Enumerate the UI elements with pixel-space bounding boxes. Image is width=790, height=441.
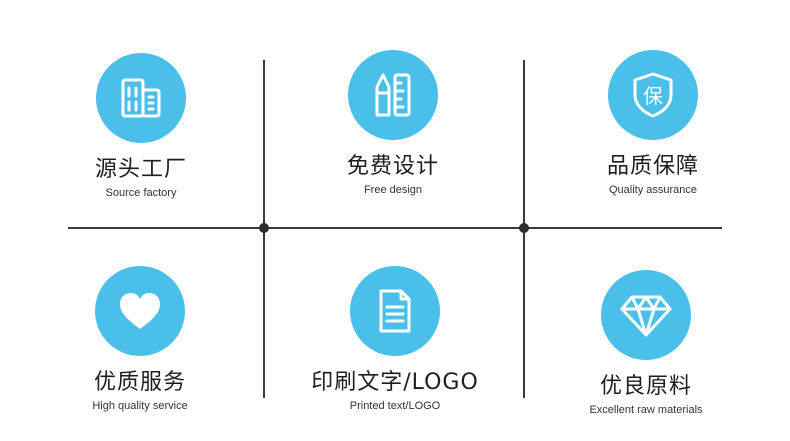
feature-title: 优良原料 xyxy=(599,374,692,399)
diamond-icon xyxy=(620,295,672,337)
feature-title: 免费设计 xyxy=(346,154,439,179)
feature-subtitle: Source factory xyxy=(105,187,177,199)
feature-icon-circle: 保 xyxy=(608,50,698,140)
feature-icon-circle xyxy=(95,266,185,356)
building-icon xyxy=(121,78,161,118)
feature-title: 优质服务 xyxy=(93,370,186,395)
feature-subtitle: High quality service xyxy=(92,400,188,412)
feature-high-quality-service: 优质服务 High quality service xyxy=(30,266,250,413)
divider-horizontal xyxy=(68,227,722,229)
feature-subtitle: Excellent raw materials xyxy=(589,404,703,416)
shield-glyph: 保 xyxy=(643,84,663,108)
document-icon xyxy=(379,289,411,333)
shield-icon: 保 xyxy=(633,72,673,118)
intersection-dot-left xyxy=(259,223,269,233)
feature-icon-circle xyxy=(348,50,438,140)
feature-title: 品质保障 xyxy=(606,154,699,179)
feature-subtitle: Quality assurance xyxy=(608,184,698,196)
feature-icon-circle xyxy=(96,53,186,143)
feature-icon-circle xyxy=(601,270,691,360)
intersection-dot-right xyxy=(519,223,529,233)
heart-icon xyxy=(120,293,160,329)
feature-printed-text-logo: 印刷文字/LOGO Printed text/LOGO xyxy=(285,266,505,413)
feature-icon-circle xyxy=(350,266,440,356)
pencil-ruler-icon xyxy=(375,73,411,117)
feature-excellent-raw-materials: 优良原料 Excellent raw materials xyxy=(536,270,756,417)
feature-title: 源头工厂 xyxy=(94,157,187,182)
feature-source-factory: 源头工厂 Source factory xyxy=(31,53,251,200)
feature-subtitle: Free design xyxy=(363,184,423,196)
feature-free-design: 免费设计 Free design xyxy=(283,50,503,197)
feature-subtitle: Printed text/LOGO xyxy=(349,400,441,412)
feature-quality-assurance: 保 品质保障 Quality assurance xyxy=(543,50,763,197)
feature-title: 印刷文字/LOGO xyxy=(311,370,479,395)
